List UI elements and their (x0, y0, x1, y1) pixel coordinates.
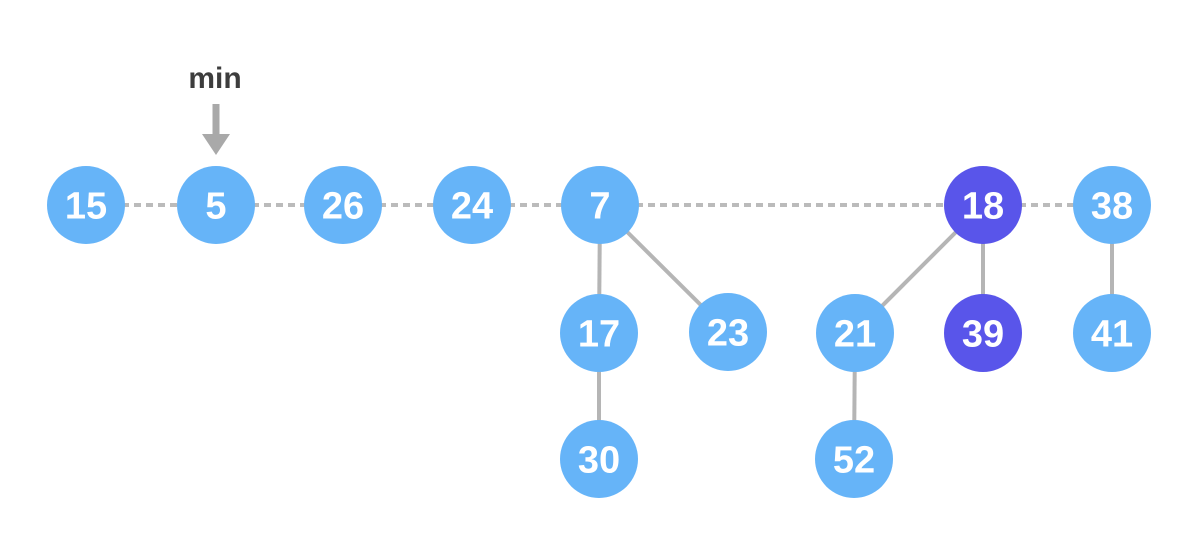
heap-node-18 (944, 166, 1022, 244)
heap-node-value-17: 17 (578, 313, 620, 355)
heap-node-5 (177, 166, 255, 244)
heap-node-value-21: 21 (834, 313, 876, 355)
heap-node-value-52: 52 (833, 439, 875, 481)
heap-node-15 (47, 166, 125, 244)
heap-node-value-39: 39 (962, 313, 1004, 355)
heap-node-41 (1073, 294, 1151, 372)
heap-node-value-24: 24 (451, 185, 493, 227)
heap-node-value-5: 5 (205, 185, 226, 227)
min-arrow-head-icon (202, 134, 230, 155)
heap-node-value-23: 23 (707, 312, 749, 354)
heap-node-value-15: 15 (65, 185, 107, 227)
heap-node-value-7: 7 (589, 185, 610, 227)
heap-node-value-18: 18 (962, 185, 1004, 227)
min-label: min (188, 62, 241, 95)
heap-node-value-38: 38 (1091, 185, 1133, 227)
heap-node-value-41: 41 (1091, 313, 1133, 355)
heap-node-24 (433, 166, 511, 244)
heap-node-23 (689, 293, 767, 371)
heap-node-7 (561, 166, 639, 244)
heap-node-value-26: 26 (322, 185, 364, 227)
heap-node-38 (1073, 166, 1151, 244)
heap-node-30 (560, 420, 638, 498)
heap-node-17 (560, 294, 638, 372)
heap-node-value-30: 30 (578, 439, 620, 481)
heap-node-21 (816, 294, 894, 372)
heap-node-39 (944, 294, 1022, 372)
heap-node-26 (304, 166, 382, 244)
heap-node-52 (815, 420, 893, 498)
